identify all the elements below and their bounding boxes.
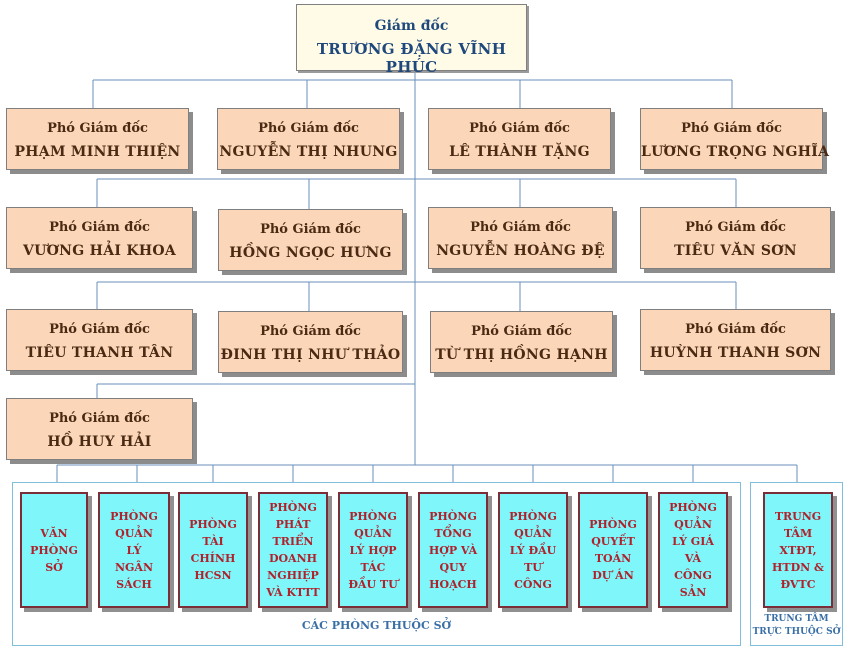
director-name: TRƯƠNG ĐẶNG VĨNH PHÚC: [316, 40, 507, 76]
center-box: TRUNG TÂM XTĐT, HTDN & ĐVTC: [763, 492, 833, 608]
deputy-name: ĐINH THỊ NHƯ THẢO: [220, 347, 401, 363]
deputy-box: Phó Giám đốc LÊ THÀNH TẶNG: [428, 108, 611, 170]
deputy-box: Phó Giám đốc HỒNG NGỌC HƯNG: [218, 209, 403, 271]
director-box: Giám đốc TRƯƠNG ĐẶNG VĨNH PHÚC: [296, 4, 527, 76]
deputy-name: TIÊU VĂN SƠN: [674, 243, 797, 259]
department-label: PHÒNG QUYẾT TOÁN DỰ ÁN: [589, 518, 637, 582]
deputy-box: Phó Giám đốc TỪ THỊ HỒNG HẠNH: [430, 311, 613, 373]
deputy-box: Phó Giám đốc TIÊU VĂN SƠN: [640, 207, 831, 269]
center-caption-line2: TRỰC THUỘC SỞ: [752, 627, 841, 637]
department-label: PHÒNG QUẢN LÝ GIÁ VÀ CÔNG SẢN: [669, 501, 717, 599]
deputy-box: Phó Giám đốc ĐINH THỊ NHƯ THẢO: [218, 311, 403, 373]
deputy-title: Phó Giám đốc: [49, 411, 150, 426]
department-label: PHÒNG TỔNG HỢP VÀ QUY HOẠCH: [428, 509, 478, 591]
director-title: Giám đốc: [374, 18, 449, 34]
deputy-title: Phó Giám đốc: [681, 121, 782, 136]
deputy-title: Phó Giám đốc: [49, 322, 150, 337]
department-label: PHÒNG TÀI CHÍNH HCSN: [189, 518, 237, 582]
deputy-name: NGUYỄN HOÀNG ĐỆ: [436, 243, 605, 259]
deputy-name: NGUYỄN THỊ NHUNG: [219, 144, 398, 160]
deputy-name: PHẠM MINH THIỆN: [14, 144, 181, 160]
deputy-name: HỒ HUY HẢI: [47, 434, 152, 450]
deputy-title: Phó Giám đốc: [469, 121, 570, 136]
department-label: PHÒNG QUẢN LÝ NGÂN SÁCH: [110, 509, 158, 591]
deputy-title: Phó Giám đốc: [49, 220, 150, 235]
deputy-name: HUỲNH THANH SƠN: [649, 345, 822, 361]
deputy-title: Phó Giám đốc: [685, 322, 786, 337]
deputy-title: Phó Giám đốc: [258, 121, 359, 136]
deputy-name: TỪ THỊ HỒNG HẠNH: [435, 347, 608, 363]
department-box: PHÒNG TỔNG HỢP VÀ QUY HOẠCH: [418, 492, 488, 608]
department-box: PHÒNG QUẢN LÝ NGÂN SÁCH: [98, 492, 170, 608]
deputy-box: Phó Giám đốc HỒ HUY HẢI: [6, 398, 193, 460]
department-label: PHÒNG QUẢN LÝ ĐẦU TƯ CÔNG: [509, 509, 557, 591]
deputy-box: Phó Giám đốc NGUYỄN HOÀNG ĐỆ: [428, 207, 613, 269]
deputy-title: Phó Giám đốc: [471, 324, 572, 339]
department-box: PHÒNG QUẢN LÝ GIÁ VÀ CÔNG SẢN: [658, 492, 728, 608]
deputy-name: VƯƠNG HẢI KHOA: [22, 243, 177, 259]
department-box: PHÒNG TÀI CHÍNH HCSN: [178, 492, 248, 608]
department-label: VĂN PHÒNG SỞ: [30, 526, 78, 574]
department-label: PHÒNG QUẢN LÝ HỢP TÁC ĐẦU TƯ: [348, 509, 398, 591]
deputy-title: Phó Giám đốc: [685, 220, 786, 235]
deputy-name: HỒNG NGỌC HƯNG: [229, 245, 392, 261]
deputy-box: Phó Giám đốc VƯƠNG HẢI KHOA: [6, 207, 193, 269]
department-box: PHÒNG QUẢN LÝ HỢP TÁC ĐẦU TƯ: [338, 492, 408, 608]
deputy-title: Phó Giám đốc: [470, 220, 571, 235]
deputy-box: Phó Giám đốc TIÊU THANH TÂN: [6, 309, 193, 371]
deputy-title: Phó Giám đốc: [260, 222, 361, 237]
departments-caption: CÁC PHÒNG THUỘC SỞ: [301, 619, 452, 632]
deputy-name: TIÊU THANH TÂN: [25, 345, 174, 361]
deputy-box: Phó Giám đốc LƯƠNG TRỌNG NGHĨA: [640, 108, 830, 170]
deputy-box: Phó Giám đốc PHẠM MINH THIỆN: [6, 108, 189, 170]
center-caption-line1: TRUNG TÂM: [764, 614, 829, 624]
deputy-title: Phó Giám đốc: [260, 324, 361, 339]
department-box: PHÒNG PHÁT TRIỂN DOANH NGHIỆP VÀ KTTT: [258, 492, 328, 608]
department-label: PHÒNG PHÁT TRIỂN DOANH NGHIỆP VÀ KTTT: [266, 501, 320, 599]
department-box: PHÒNG QUYẾT TOÁN DỰ ÁN: [578, 492, 648, 608]
deputy-name: LÊ THÀNH TẶNG: [449, 144, 590, 160]
deputy-title: Phó Giám đốc: [47, 121, 148, 136]
center-label: TRUNG TÂM XTĐT, HTDN & ĐVTC: [772, 509, 824, 591]
deputy-box: Phó Giám đốc HUỲNH THANH SƠN: [640, 309, 831, 371]
department-box: VĂN PHÒNG SỞ: [20, 492, 88, 608]
department-box: PHÒNG QUẢN LÝ ĐẦU TƯ CÔNG: [498, 492, 568, 608]
deputy-name: LƯƠNG TRỌNG NGHĨA: [641, 144, 830, 160]
deputy-box: Phó Giám đốc NGUYỄN THỊ NHUNG: [217, 108, 400, 170]
